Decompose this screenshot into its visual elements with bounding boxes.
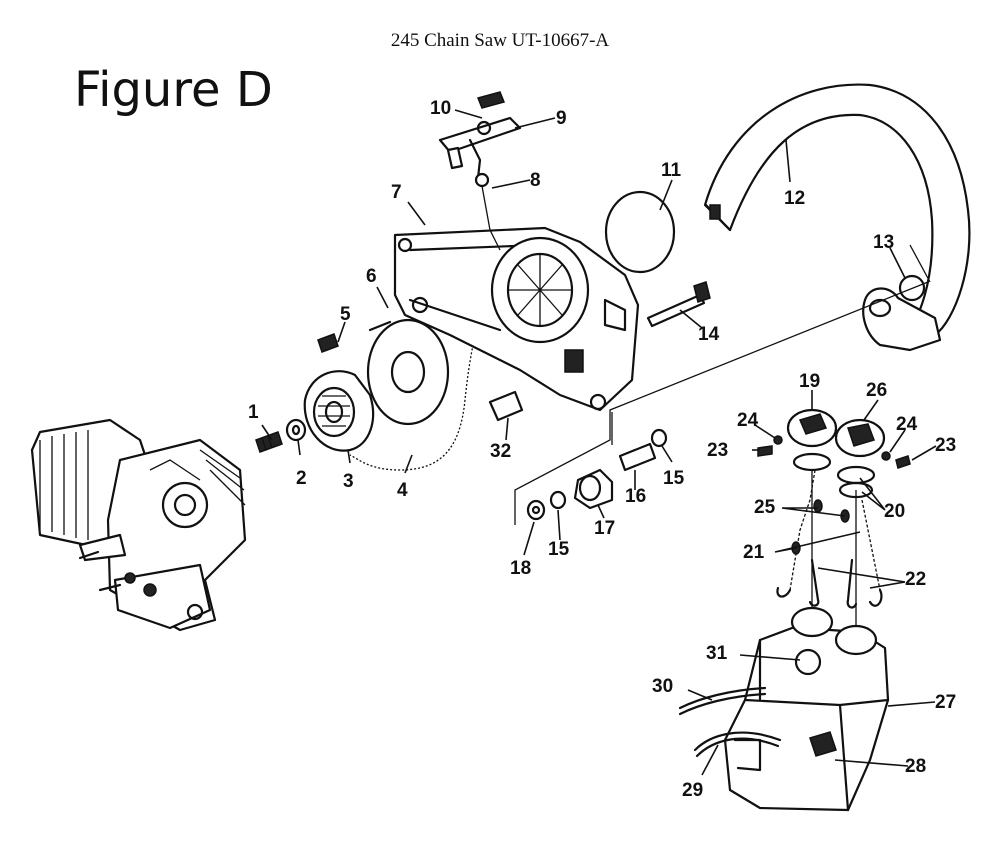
figure-label: Figure D: [74, 62, 273, 118]
fuel-lines: [678, 686, 782, 758]
callout-30: 30: [652, 676, 673, 697]
starter-rope: [349, 249, 506, 471]
callout-11: 11: [661, 160, 682, 181]
callout-6: 6: [366, 266, 377, 287]
starter-pulley: [303, 333, 375, 452]
callout-4: 4: [397, 480, 408, 501]
callout-23a: 23: [707, 440, 728, 461]
callout-20: 20: [884, 501, 905, 522]
callout-28: 28: [905, 756, 926, 777]
callout-29: 29: [682, 780, 703, 801]
callout-2: 2: [296, 468, 307, 489]
handlebar: [703, 83, 971, 347]
callout-31: 31: [706, 643, 728, 664]
callout-15a: 15: [663, 468, 685, 489]
callout-23b: 23: [935, 435, 956, 456]
callout-14: 14: [698, 324, 720, 345]
assembly-outline: [514, 244, 931, 525]
throttle-linkage: [438, 91, 522, 251]
callout-25: 25: [754, 497, 776, 518]
callout-12: 12: [784, 188, 805, 209]
callout-labels: 1 2 3 4 5 6 7 8 9 10 11 12 13 14 15 15 1…: [248, 98, 956, 801]
callout-13: 13: [873, 232, 894, 253]
callout-15b: 15: [548, 539, 570, 560]
callout-24b: 24: [896, 414, 918, 435]
callout-1: 1: [248, 402, 259, 423]
callout-9: 9: [556, 108, 567, 129]
callout-27: 27: [935, 692, 956, 713]
engine-cylinder-assembly: [30, 418, 247, 632]
callout-22: 22: [905, 569, 926, 590]
bolt-long: [646, 281, 711, 328]
callout-10: 10: [430, 98, 451, 119]
callout-17: 17: [594, 518, 615, 539]
bolt-and-washer: [255, 418, 307, 453]
callout-5: 5: [340, 304, 351, 325]
callout-8: 8: [530, 170, 541, 191]
bracket-plate: [488, 390, 524, 422]
callout-16: 16: [625, 486, 646, 507]
cap-screws: [757, 435, 911, 469]
callout-26: 26: [866, 380, 887, 401]
callout-7: 7: [391, 182, 402, 203]
fan-housing-cover: [393, 226, 640, 412]
shaft-assembly: [526, 428, 668, 521]
callout-24a: 24: [737, 410, 759, 431]
starter-housing: [366, 318, 450, 426]
gasket-disc: [604, 190, 676, 274]
callout-3: 3: [343, 471, 354, 492]
callout-18: 18: [510, 558, 531, 579]
fuel-tank: [723, 606, 890, 812]
fuel-caps: [786, 408, 886, 499]
callout-32: 32: [490, 441, 511, 462]
callout-21: 21: [743, 542, 765, 563]
diagram-header-title: 245 Chain Saw UT-10667-A: [390, 30, 610, 51]
leader-lines: [261, 109, 937, 776]
callout-19: 19: [799, 371, 820, 392]
